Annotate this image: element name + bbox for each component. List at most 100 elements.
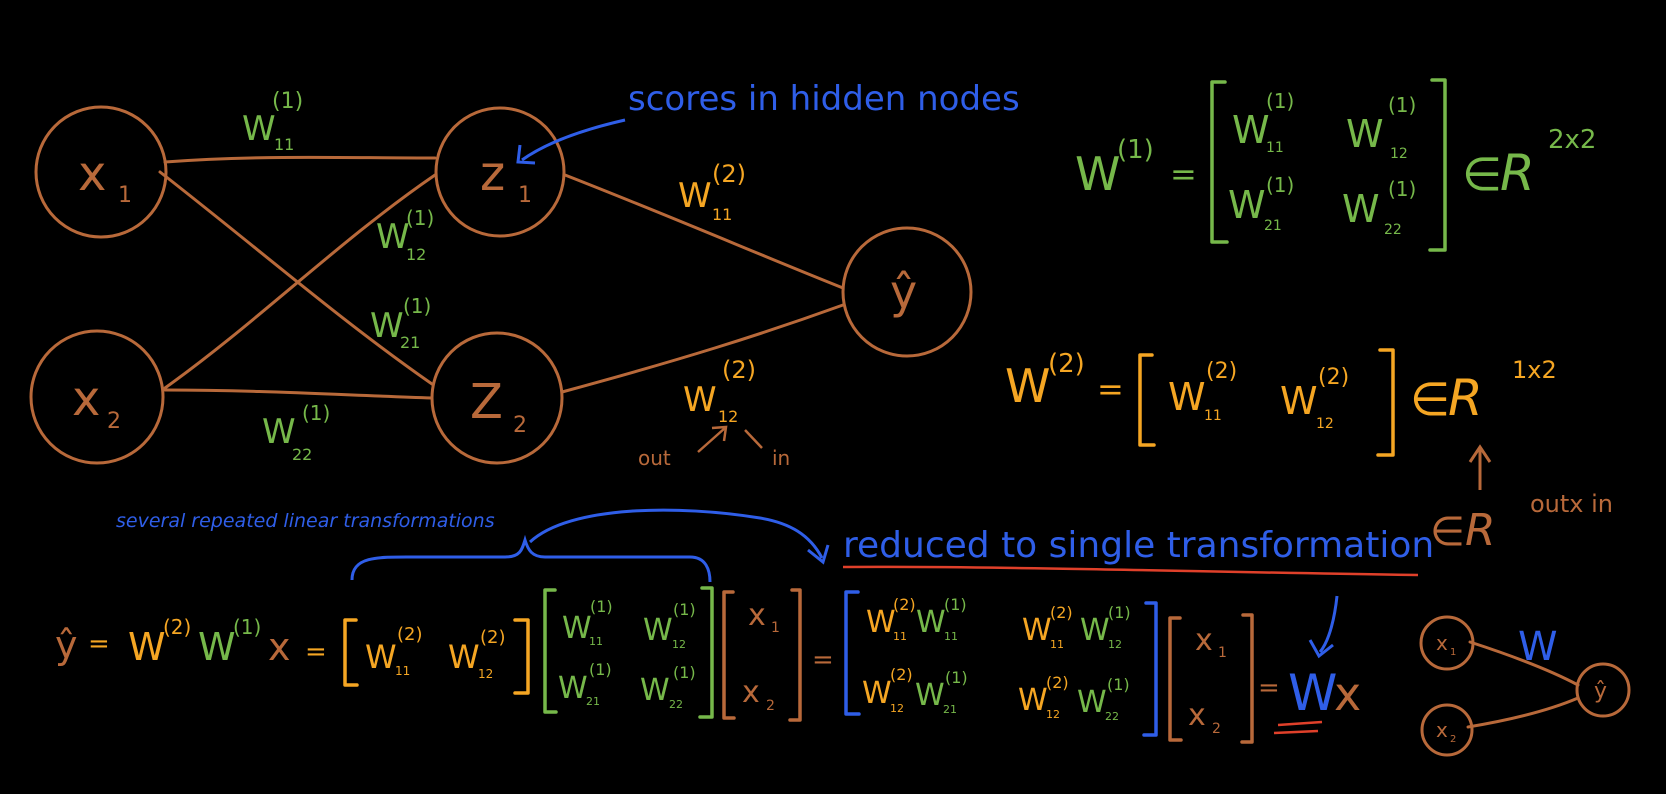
eq-x2vec-1: x	[1195, 623, 1213, 658]
weight-w12-1: W 12 (1)	[376, 206, 434, 264]
eq-equals-1: =	[88, 629, 110, 659]
eq-combined-right-bracket	[1142, 601, 1158, 737]
index-out-label: out	[638, 446, 671, 470]
matrix-w2-e12: W	[1280, 379, 1318, 423]
matrix-w2-reals: R	[1448, 369, 1483, 427]
eq-w1-sup: (1)	[233, 615, 261, 639]
edge-x1-z2	[158, 170, 434, 386]
eq-c12-w2-sub: 11	[1050, 638, 1064, 651]
dimension-outxin: outx in	[1530, 490, 1613, 518]
dimension-annotation: ∈ R outx in	[1430, 444, 1613, 556]
weight-w11-2-main: W	[678, 176, 712, 216]
mini-edge-x2	[1466, 696, 1580, 729]
matrix-w1-right-bracket	[1428, 78, 1447, 252]
eq-w1-e22-sup: (1)	[673, 663, 696, 682]
node-z2	[430, 331, 564, 465]
matrix-w2-e11-sub: 11	[1204, 408, 1222, 424]
eq-w2: W	[128, 625, 166, 669]
eq-w1-e12-sup: (1)	[673, 600, 696, 619]
index-out-arrowhead	[711, 425, 728, 442]
weight-w22-1-main: W	[262, 412, 296, 452]
eq-x2vec-2-sub: 2	[1212, 721, 1221, 737]
matrix-w1-e21-sup: (1)	[1266, 173, 1294, 197]
matrix-w2-element-of: ∈	[1410, 372, 1450, 426]
eq-c11-w1: W	[916, 605, 946, 640]
eq-c21-w2-sub: 12	[890, 702, 904, 715]
eq-w1-left-bracket	[543, 588, 558, 714]
matrix-w2-dimension: 1x2	[1512, 356, 1557, 384]
index-in-tick	[744, 429, 763, 449]
index-out-arrow	[697, 427, 726, 453]
matrix-w2-e11-sup: (2)	[1206, 359, 1237, 384]
eq-w2-e12-sup: (2)	[480, 627, 506, 648]
matrix-w1-e21: W	[1228, 183, 1266, 227]
matrix-w1-reals: R	[1500, 144, 1535, 202]
node-yhat-label: ŷ	[890, 265, 917, 319]
note-repeated-transformations: several repeated linear transformations	[116, 510, 495, 532]
weight-w12-2-sub: 12	[718, 407, 738, 426]
eq-w1-e21: W	[558, 671, 588, 706]
mini-x2-sub: 2	[1450, 734, 1456, 745]
eq-w1: W	[198, 625, 236, 669]
mini-weight-label: W	[1518, 624, 1558, 670]
eq-c11-w2-sup: (2)	[893, 595, 916, 614]
eq-c12-w1-sub: 12	[1108, 638, 1122, 651]
weight-w11-1: W 11 (1)	[242, 89, 303, 154]
eq-c22-w1-sub: 22	[1105, 710, 1119, 723]
matrix-w1-e21-sub: 21	[1264, 218, 1282, 234]
weight-w21-1-sub: 21	[400, 333, 420, 352]
weight-w22-1-sub: 22	[292, 445, 312, 464]
eq-x: x	[268, 625, 291, 669]
eq-w-underline-2	[1273, 729, 1319, 735]
mini-x1-sub: 1	[1450, 647, 1456, 658]
note-reduced-transformation: reduced to single transformation	[843, 525, 1434, 566]
eq-c11-w1-sup: (1)	[944, 595, 967, 614]
node-z1-label: z	[480, 146, 505, 202]
mini-node-yhat	[1575, 662, 1631, 718]
eq-c21-w1-sub: 21	[943, 703, 957, 716]
matrix-w1-e11: W	[1232, 108, 1270, 152]
matrix-w2-e11: W	[1168, 375, 1206, 419]
mini-yhat-label: ŷ	[1594, 679, 1607, 704]
mini-x1-label: x	[1436, 631, 1448, 655]
weight-w12-2: W 12 (2)	[683, 356, 756, 426]
eq-c11-w1-sub: 11	[944, 630, 958, 643]
node-z2-label: Z	[470, 374, 503, 430]
eq-w2-right-bracket	[513, 618, 530, 695]
matrix-w1-left-bracket	[1210, 80, 1229, 244]
eq-w2-sup: (2)	[163, 615, 191, 639]
weight-w21-1: W 21 (1)	[370, 294, 431, 352]
weight-w21-1-sup: (1)	[403, 294, 431, 318]
eq-x2vec-right-bracket	[1240, 613, 1254, 744]
mini-x2-label: x	[1436, 718, 1448, 742]
weight-w11-1-main: W	[242, 109, 276, 149]
matrix-w1-dimension: 2x2	[1548, 125, 1596, 155]
edge-z1-y	[563, 173, 845, 290]
edge-x2-z2	[163, 388, 434, 400]
eq-w1-e12: W	[643, 613, 673, 648]
weight-w22-1-sup: (1)	[302, 401, 330, 425]
eq-x-left-bracket	[722, 590, 736, 720]
eq-c22-w2: W	[1018, 683, 1048, 718]
eq-w-underline-1	[1277, 720, 1323, 727]
eq-w1-e12-sub: 12	[672, 638, 686, 651]
eq-c21-w1: W	[915, 678, 945, 713]
eq-x-right-bracket	[788, 588, 802, 722]
eq-final-x: x	[1334, 667, 1361, 721]
node-yhat	[841, 226, 973, 358]
hidden-nodes-annotation: scores in hidden nodes	[628, 79, 1020, 119]
edge-z2-y	[560, 303, 845, 394]
node-z1	[434, 106, 566, 238]
reduced-arrow	[528, 508, 824, 559]
eq-c12-w2-sup: (2)	[1050, 603, 1073, 622]
eq-w2-e12-sub: 12	[478, 667, 493, 681]
eq-w-combined: W	[1288, 664, 1337, 722]
matrix-w2-e12-sup: (2)	[1318, 365, 1349, 390]
matrix-w1-e22: W	[1342, 187, 1380, 231]
matrix-w1-e11-sup: (1)	[1266, 89, 1294, 113]
eq-c12-w2: W	[1022, 613, 1052, 648]
eq-w1-right-bracket	[698, 586, 714, 719]
eq-x-vec-2-sub: 2	[766, 698, 775, 714]
matrix-w1-element-of: ∈	[1462, 147, 1502, 201]
matrix-w1-definition: W (1) = W 11 (1) W 12 (1) W 21 (1) W 22 …	[1075, 78, 1596, 252]
